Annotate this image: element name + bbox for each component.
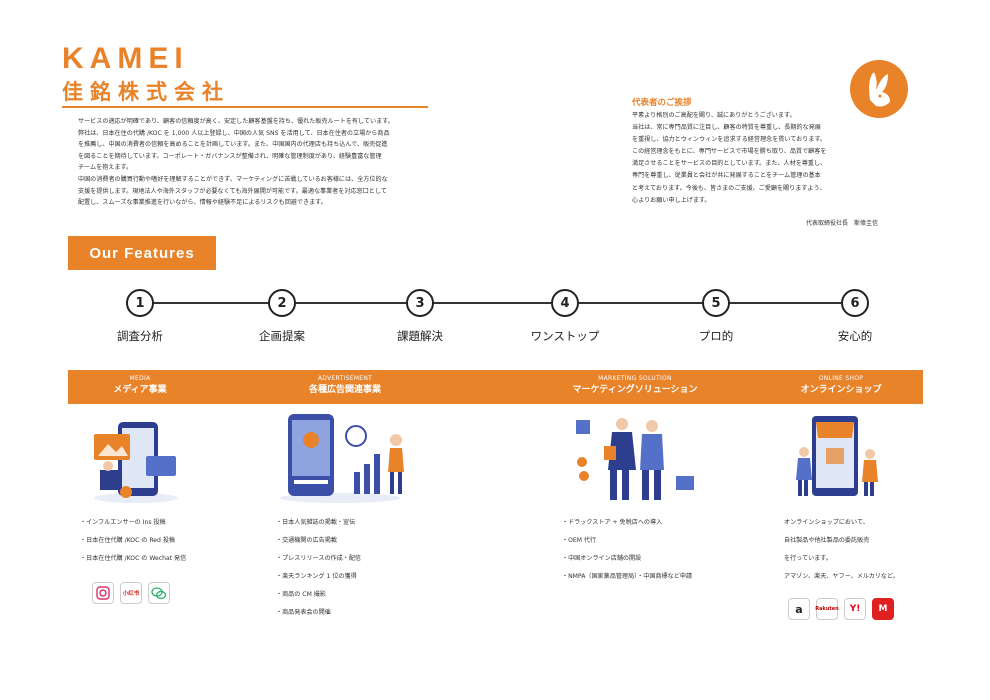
greeting-body: 平素より格別のご高配を賜り、誠にありがとうございます。 当社は、常に専門品質に注… <box>632 110 872 207</box>
intro-line: 中国の消費者の購買行動や嗜好を理解することができず、マーケティングに苦戦している… <box>78 175 388 183</box>
service-marketing-header: MARKETING SOLUTION マーケティングソリューション <box>535 374 735 396</box>
intro-line: 支援を提供します。現地法人や海外スタッフが必要なくても海外展開が可能です。最適な… <box>78 187 387 195</box>
step-1-label: 調査分析 <box>117 329 163 343</box>
service-media-header: MEDIA メディア事業 <box>40 374 240 396</box>
list-item: ・日本在住代購 /KOC の Wechat 発信 <box>80 555 187 562</box>
step-1-circle: 1 <box>126 289 154 317</box>
step-5-circle: 5 <box>702 289 730 317</box>
wechat-icon <box>148 582 170 604</box>
list-item: ・日本在住代購 /KOC の Red 投稿 <box>80 537 176 544</box>
greeting-line: と考えております。今後も、皆さまのご支援、ご愛顧を賜りますよう、 <box>632 184 826 192</box>
step-4-circle: 4 <box>551 289 579 317</box>
timeline-line <box>140 302 855 304</box>
company-name-jp: 佳銘株式会社 <box>62 80 230 104</box>
services-band <box>68 370 923 404</box>
step-3-circle: 3 <box>406 289 434 317</box>
amazon-icon: a <box>788 598 810 620</box>
greeting-line: 平素より格別のご高配を賜り、誠にありがとうございます。 <box>632 112 796 119</box>
intro-line: サービスの適応が明確であり、顧客の信頼度が高く、安定した顧客基盤を持ち、優れた販… <box>78 118 394 125</box>
instagram-icon <box>92 582 114 604</box>
list-item: ・ドラックストア + 免税店への導入 <box>562 519 663 526</box>
media-service-list: ・インフルエンサーの Ins 投稿 ・日本在住代購 /KOC の Red 投稿 … <box>80 514 186 568</box>
company-logo-en: KAMEI <box>62 42 189 75</box>
service-en-label: MEDIA <box>129 375 151 382</box>
media-illustration <box>86 416 186 510</box>
service-en-label: MARKETING SOLUTION <box>598 375 672 382</box>
service-onlineshop-header: ONLINE SHOP オンラインショップ <box>741 374 941 396</box>
step-2-label: 企画提案 <box>259 329 305 343</box>
intro-line: 配置し、スムーズな事業推進を行いながら、情報や経験不足によるリスクも回避できます… <box>78 199 327 207</box>
ceo-signature: 代表取締役社長 斯偉圭信 <box>806 220 879 227</box>
service-en-label: ONLINE SHOP <box>818 375 864 382</box>
advertisement-illustration <box>274 410 414 509</box>
yahoo-icon: Y! <box>844 598 866 620</box>
step-6-circle: 6 <box>841 289 869 317</box>
advertisement-service-list: ・日本人気雑誌の掲載・宣伝 ・交通機関の広告掲載 ・プレスリリースの作成・配信 … <box>276 514 361 622</box>
rakuten-icon: Rakuten <box>815 598 839 620</box>
onlineshop-illustration <box>790 408 890 507</box>
list-item: ・日本人気雑誌の掲載・宣伝 <box>276 519 356 526</box>
greeting-line: 満足させることをサービスの目的としています。また、人材を尊重し、 <box>632 160 827 168</box>
onlineshop-description: オンラインショップにおいて、 自社製品や他社製品の委託販売 を行っています。 ア… <box>784 514 899 586</box>
description-line: を行っています。 <box>784 555 832 562</box>
service-ad-header: ADVERTISEMENT 各種広告関連事業 <box>245 374 445 396</box>
intro-line: チームを抱えます。 <box>78 164 133 172</box>
service-jp-label: メディア事業 <box>113 385 167 395</box>
service-en-label: ADVERTISEMENT <box>317 375 373 382</box>
intro-line: 弊社は、日本在住の代購 /KOC を 1,000 人以上登録し、中国の人気 SN… <box>78 129 390 137</box>
company-intro: サービスの適応が明確であり、顧客の信頼度が高く、安定した顧客基盤を持ち、優れた販… <box>78 116 418 209</box>
list-item: ・OEM 代行 <box>562 537 597 544</box>
features-heading: Our Features <box>68 236 216 270</box>
marketing-service-list: ・ドラックストア + 免税店への導入 ・OEM 代行 ・中国オンライン店舗の開設… <box>562 514 692 586</box>
step-5-label: プロ的 <box>698 329 734 343</box>
shop-logo-icons: a Rakuten Y! M <box>788 598 894 620</box>
greeting-line: 当社は、常に専門品質に注目し、顧客の特質を尊重し、長期的な発展 <box>632 124 821 132</box>
list-item: ・交通機関の広告掲載 <box>276 537 337 544</box>
service-jp-label: 各種広告関連事業 <box>308 385 381 395</box>
description-line: オンラインショップにおいて、 <box>784 519 869 526</box>
list-item: ・NMPA（国家薬品管理局）・中国商標など申請 <box>562 573 693 580</box>
step-2-circle: 2 <box>268 289 296 317</box>
intro-line: を図ることを期待しています。コーポレート・ガバナンスが整備され、明確な管理制度が… <box>78 152 382 160</box>
sns-app-icons: 小红书 <box>92 582 170 604</box>
step-3-label: 課題解決 <box>397 329 443 343</box>
marketing-illustration <box>570 410 700 509</box>
step-6-label: 安心的 <box>837 329 873 343</box>
service-jp-label: マーケティングソリューション <box>572 385 698 395</box>
list-item: ・インフルエンサーの Ins 投稿 <box>80 519 166 526</box>
description-line: 自社製品や他社製品の委託販売 <box>784 537 870 544</box>
greeting-line: 心よりお願い申し上げます。 <box>632 196 711 204</box>
service-jp-label: オンラインショップ <box>800 385 882 395</box>
divider <box>62 106 428 108</box>
greeting-line: を重視し、協力とウィンウィンを追求する経営理念を貫いております。 <box>632 136 827 144</box>
list-item: ・商品発表会の開催 <box>276 609 331 616</box>
list-item: ・楽天ランキング 1 位の獲得 <box>276 573 357 580</box>
mercari-icon: M <box>872 598 894 620</box>
intro-line: を推薦し、中国の消費者の信頼を高めることを計画しています。また、中国国内の代理店… <box>78 141 388 149</box>
step-4-label: ワンストップ <box>530 329 600 343</box>
xiaohongshu-icon: 小红书 <box>120 582 142 604</box>
list-item: ・中国オンライン店舗の開設 <box>562 555 642 562</box>
list-item: ・商品の CM 撮影 <box>276 591 326 598</box>
description-line: アマゾン、楽天、ヤフー、メルカリなど。 <box>784 573 899 580</box>
greeting-title: 代表者のご挨拶 <box>632 98 692 108</box>
rabbit-logo-icon <box>850 60 908 118</box>
greeting-line: この経営理念をもとに、専門サービスで市場を勝ち取り、品質で顧客を <box>632 148 827 156</box>
greeting-line: 専門を尊重し、従業員と会社が共に発展することをチーム管理の基本 <box>632 172 821 180</box>
list-item: ・プレスリリースの作成・配信 <box>276 555 362 562</box>
